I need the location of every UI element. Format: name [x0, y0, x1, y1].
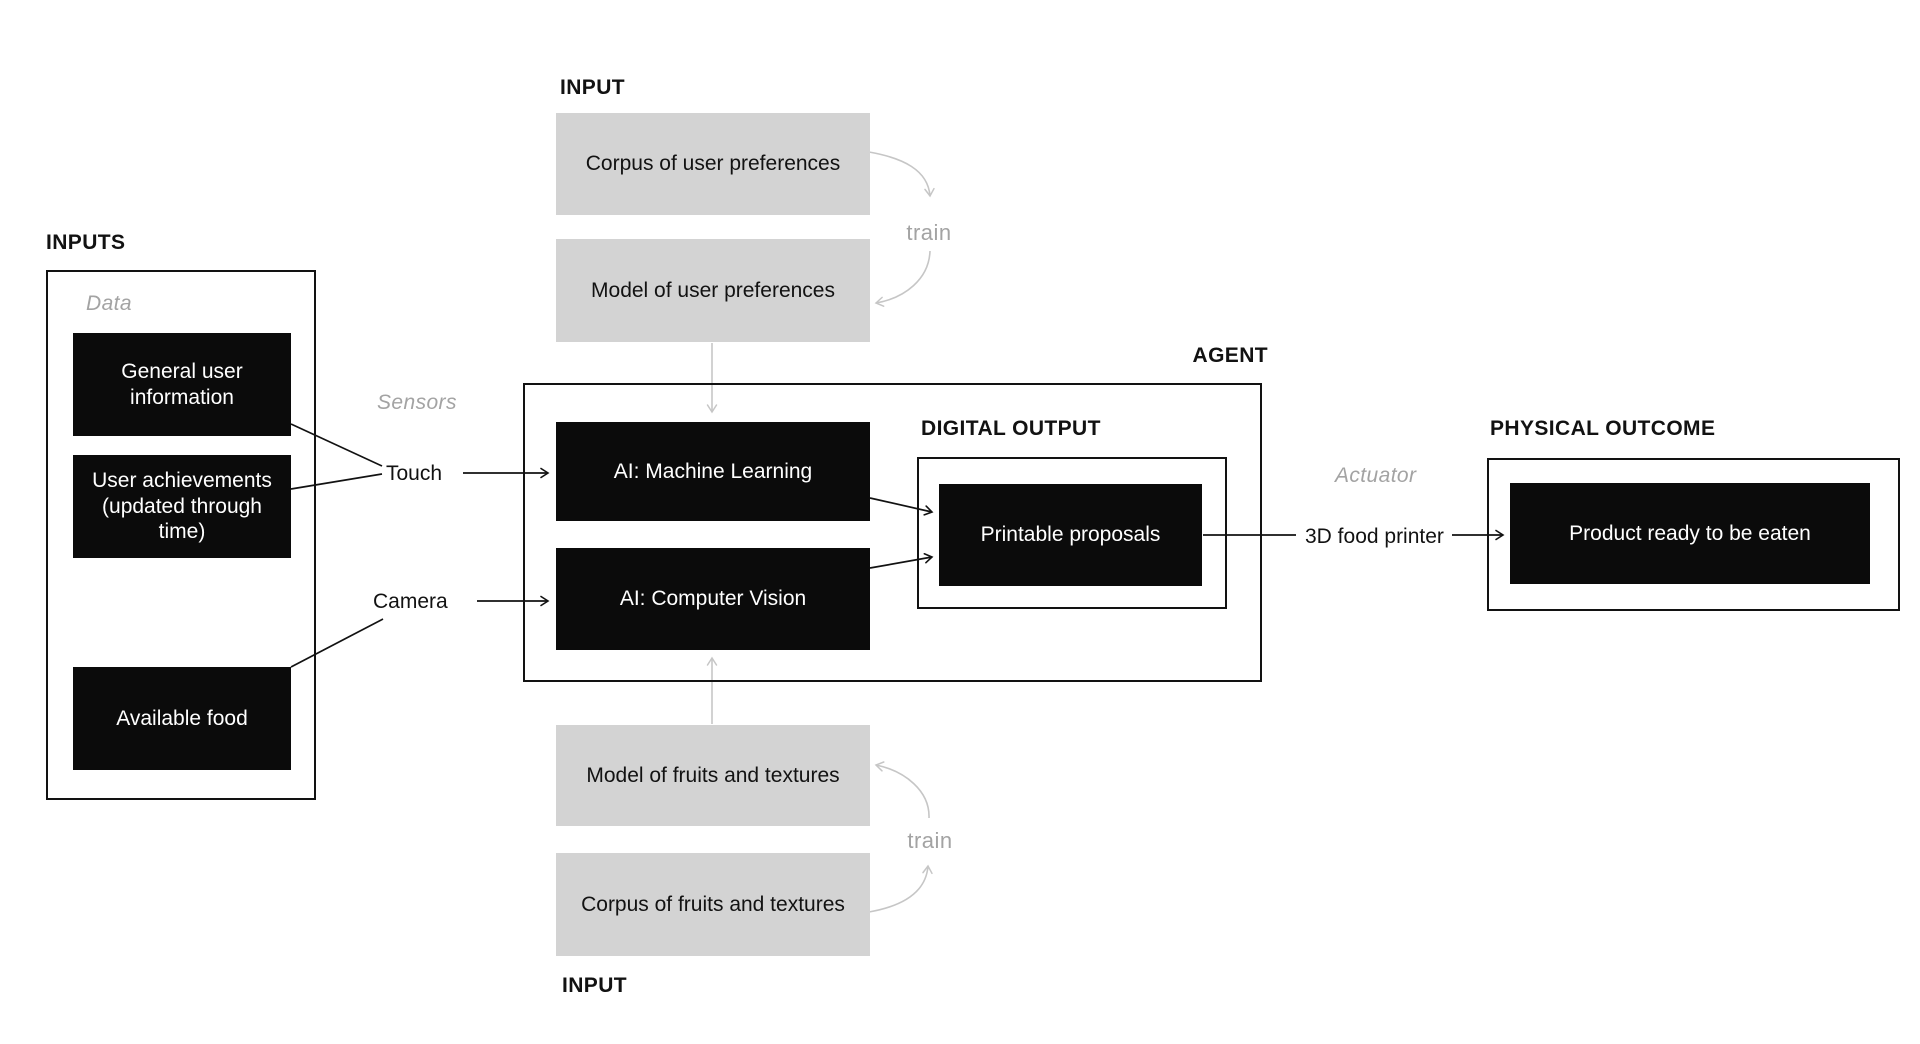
physical-outcome-box [1487, 458, 1900, 611]
digital-output-box [917, 457, 1227, 609]
product-ready-node: Product ready to be eaten [1510, 483, 1870, 584]
train-label-bottom: train [907, 828, 953, 853]
link-achievements-to-touch [290, 473, 383, 490]
agent-box [523, 383, 1262, 682]
camera-label: Camera [373, 590, 448, 613]
link-available-food-to-camera [290, 618, 384, 668]
data-group-label: Data [86, 292, 132, 315]
link-general-user-to-touch [290, 423, 383, 467]
arrow-ml-to-printable-proposals [869, 497, 934, 516]
touch-label: Touch [386, 462, 443, 485]
arc-corpus-fruits-to-train [868, 864, 933, 913]
arrow-cv-to-printable-proposals [869, 552, 934, 569]
available-food-node: Available food [73, 667, 291, 770]
arc-corpus-user-to-train [868, 151, 935, 198]
ai-machine-learning-node: AI: Machine Learning [556, 422, 870, 521]
top-input-section-label: INPUT [560, 76, 625, 99]
agent-section-label: AGENT [1192, 344, 1268, 367]
printable-proposals-node: Printable proposals [939, 484, 1202, 586]
ai-computer-vision-node: AI: Computer Vision [556, 548, 870, 650]
sensors-group-label: Sensors [377, 391, 457, 414]
arc-train-to-model-fruits [874, 761, 930, 819]
model-of-fruits-node: Model of fruits and textures [556, 725, 870, 826]
model-of-user-preferences-node: Model of user preferences [556, 239, 870, 342]
corpus-of-fruits-node: Corpus of fruits and textures [556, 853, 870, 956]
corpus-of-user-preferences-node: Corpus of user preferences [556, 113, 870, 215]
digital-output-section-label: DIGITAL OUTPUT [921, 417, 1101, 440]
physical-outcome-section-label: PHYSICAL OUTCOME [1490, 417, 1716, 440]
inputs-panel-box [46, 270, 316, 800]
user-achievements-node: User achievements (updated through time) [73, 455, 291, 558]
bottom-input-section-label: INPUT [562, 974, 627, 997]
inputs-section-label: INPUTS [46, 231, 126, 254]
actuator-group-label: Actuator [1335, 464, 1417, 487]
train-label-top: train [906, 220, 952, 245]
food-printer-label: 3D food printer [1305, 525, 1444, 548]
arc-train-to-model-user [874, 250, 931, 307]
general-user-information-node: General user information [73, 333, 291, 436]
